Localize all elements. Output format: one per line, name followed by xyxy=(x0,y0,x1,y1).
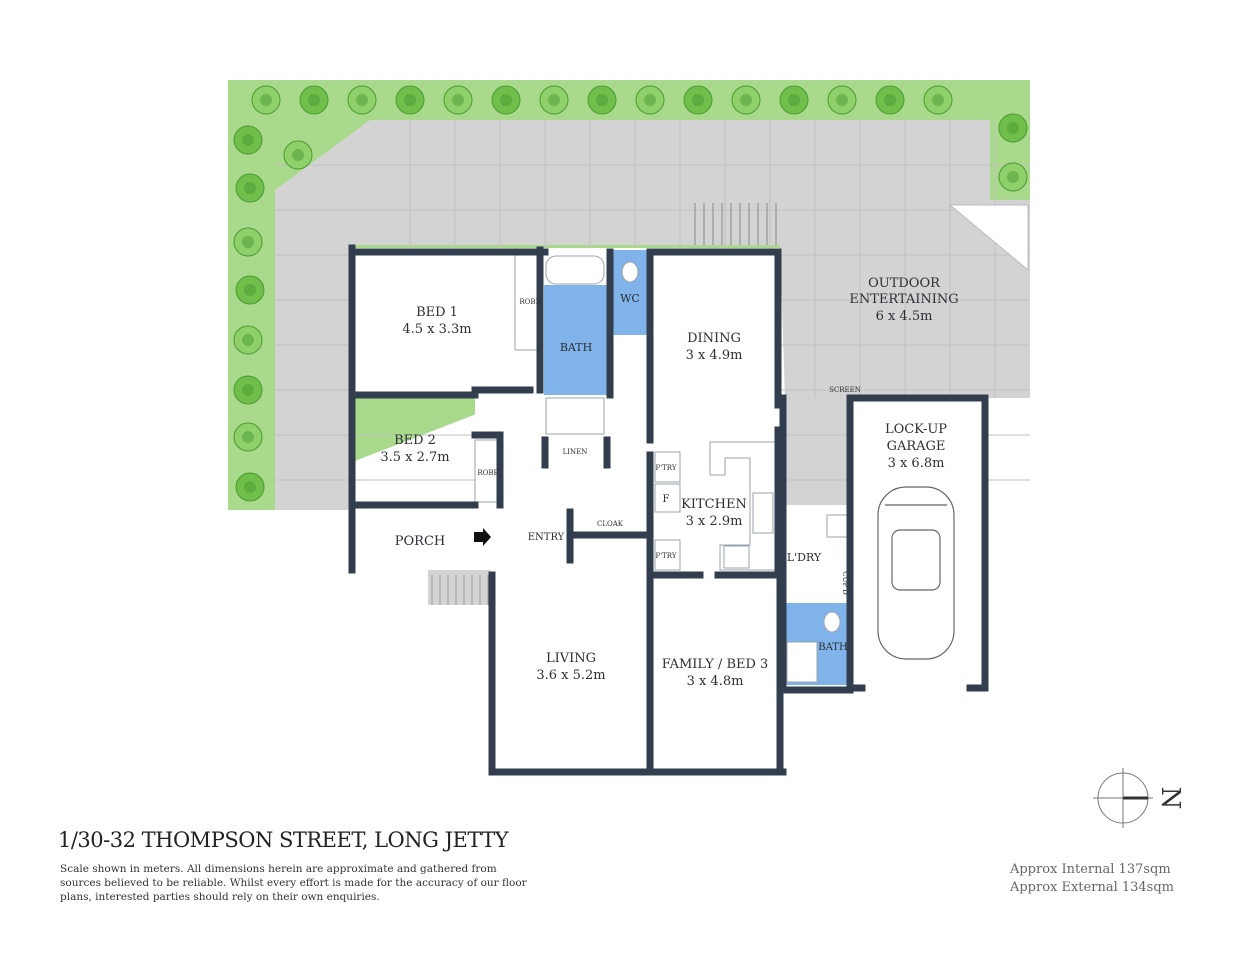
fridge-label: F xyxy=(663,494,670,505)
robe2-label: ROBE xyxy=(477,469,498,477)
tree-icon xyxy=(827,85,857,115)
shower-icon xyxy=(545,397,605,435)
porch-steps xyxy=(428,570,490,605)
garage-floor xyxy=(850,398,985,688)
room-size-bed2: 3.5 x 2.7m xyxy=(380,450,449,465)
laundry-tub-icon xyxy=(826,514,848,538)
tree-icon xyxy=(923,85,953,115)
area-summary: Approx Internal 137sqm Approx External 1… xyxy=(1010,861,1174,897)
trees xyxy=(233,85,1028,502)
tree-icon xyxy=(998,162,1028,192)
sink-icon xyxy=(752,492,774,534)
room-label-kitchen: KITCHEN xyxy=(681,497,747,512)
tree-icon xyxy=(539,85,569,115)
compass-icon xyxy=(1093,768,1153,828)
tree-icon xyxy=(731,85,761,115)
kitchen-bench xyxy=(709,441,776,571)
screen-label: SCREEN xyxy=(829,386,861,394)
pantry2-label: P'TRY xyxy=(656,552,677,560)
compass-north-label: N xyxy=(1155,787,1185,810)
toilet2-icon xyxy=(823,611,841,633)
disclaimer-line: Scale shown in meters. All dimensions he… xyxy=(60,863,497,875)
car-icon xyxy=(877,486,955,660)
internal-area: Approx Internal 137sqm xyxy=(1009,862,1171,877)
room-label-laundry: L'DRY xyxy=(787,551,822,564)
tree-icon xyxy=(235,472,265,502)
room-size-kitchen: 3 x 2.9m xyxy=(686,514,743,529)
tree-icon xyxy=(587,85,617,115)
linen-label: LINEN xyxy=(563,448,588,456)
toilet-icon xyxy=(621,261,639,283)
tree-icon xyxy=(779,85,809,115)
room-label-garage-2: GARAGE xyxy=(887,439,946,454)
room-size-bed1: 4.5 x 3.3m xyxy=(402,322,471,337)
room-size-garage: 3 x 6.8m xyxy=(888,456,945,471)
disclaimer: Scale shown in meters. All dimensions he… xyxy=(60,862,530,904)
fridge-box xyxy=(654,483,681,513)
entry-arrow-icon xyxy=(474,528,491,546)
external-area: Approx External 134sqm xyxy=(1009,880,1174,895)
tree-icon xyxy=(395,85,425,115)
room-size-living: 3.6 x 5.2m xyxy=(536,668,605,683)
cooktop-icon xyxy=(723,545,750,569)
bathtub-icon xyxy=(545,255,605,285)
tree-icon xyxy=(233,227,263,257)
room-label-entry: ENTRY xyxy=(528,532,565,543)
tree-icon xyxy=(233,375,263,405)
tree-icon xyxy=(233,422,263,452)
tree-icon xyxy=(491,85,521,115)
tree-icon xyxy=(683,85,713,115)
tree-icon xyxy=(283,140,313,170)
disclaimer-line: sources believed to be reliable. Whilst … xyxy=(60,877,527,889)
room-label-bath2: BATH xyxy=(818,642,848,653)
room-label-bath: BATH xyxy=(560,341,592,354)
walls xyxy=(348,244,989,776)
tree-icon xyxy=(233,125,263,155)
deck-corner xyxy=(948,204,1029,272)
deck xyxy=(275,120,1030,510)
tree-icon xyxy=(875,85,905,115)
tree-icon xyxy=(635,85,665,115)
stairs xyxy=(694,203,777,245)
tree-icon xyxy=(998,113,1028,143)
shower2-icon xyxy=(786,641,818,683)
room-label-porch: PORCH xyxy=(395,534,445,549)
cupboard-label: CUP'D xyxy=(841,571,849,595)
room-size-family: 3 x 4.8m xyxy=(687,674,744,689)
tree-icon xyxy=(347,85,377,115)
room-label-bed2: BED 2 xyxy=(394,433,436,448)
tree-icon xyxy=(233,325,263,355)
tree-icon xyxy=(299,85,329,115)
address-title: 1/30-32 THOMPSON STREET, LONG JETTY xyxy=(58,828,509,852)
robe1-label: ROBE xyxy=(519,298,540,306)
tree-icon xyxy=(443,85,473,115)
room-label-family: FAMILY / BED 3 xyxy=(662,657,769,672)
tree-icon xyxy=(251,85,281,115)
pantry2-box xyxy=(654,539,681,571)
room-size-dining: 3 x 4.9m xyxy=(686,348,743,363)
disclaimer-line: plans, interested parties should rely on… xyxy=(60,891,380,903)
bath-floor xyxy=(544,285,607,395)
room-size-outdoor: 6 x 4.5m xyxy=(876,309,933,324)
room-label-living: LIVING xyxy=(546,651,596,666)
room-label-outdoor-1: OUTDOOR xyxy=(868,276,941,291)
room-label-wc: WC xyxy=(620,292,640,305)
pantry1-label: P'TRY xyxy=(656,464,677,472)
room-label-dining: DINING xyxy=(687,331,741,346)
cloak-label: CLOAK xyxy=(597,520,624,528)
tree-icon xyxy=(235,173,265,203)
room-label-garage-1: LOCK-UP xyxy=(885,422,947,437)
room-label-bed1: BED 1 xyxy=(416,305,458,320)
room-label-outdoor-2: ENTERTAINING xyxy=(849,292,958,307)
pantry1-box xyxy=(654,451,681,483)
tree-icon xyxy=(235,275,265,305)
